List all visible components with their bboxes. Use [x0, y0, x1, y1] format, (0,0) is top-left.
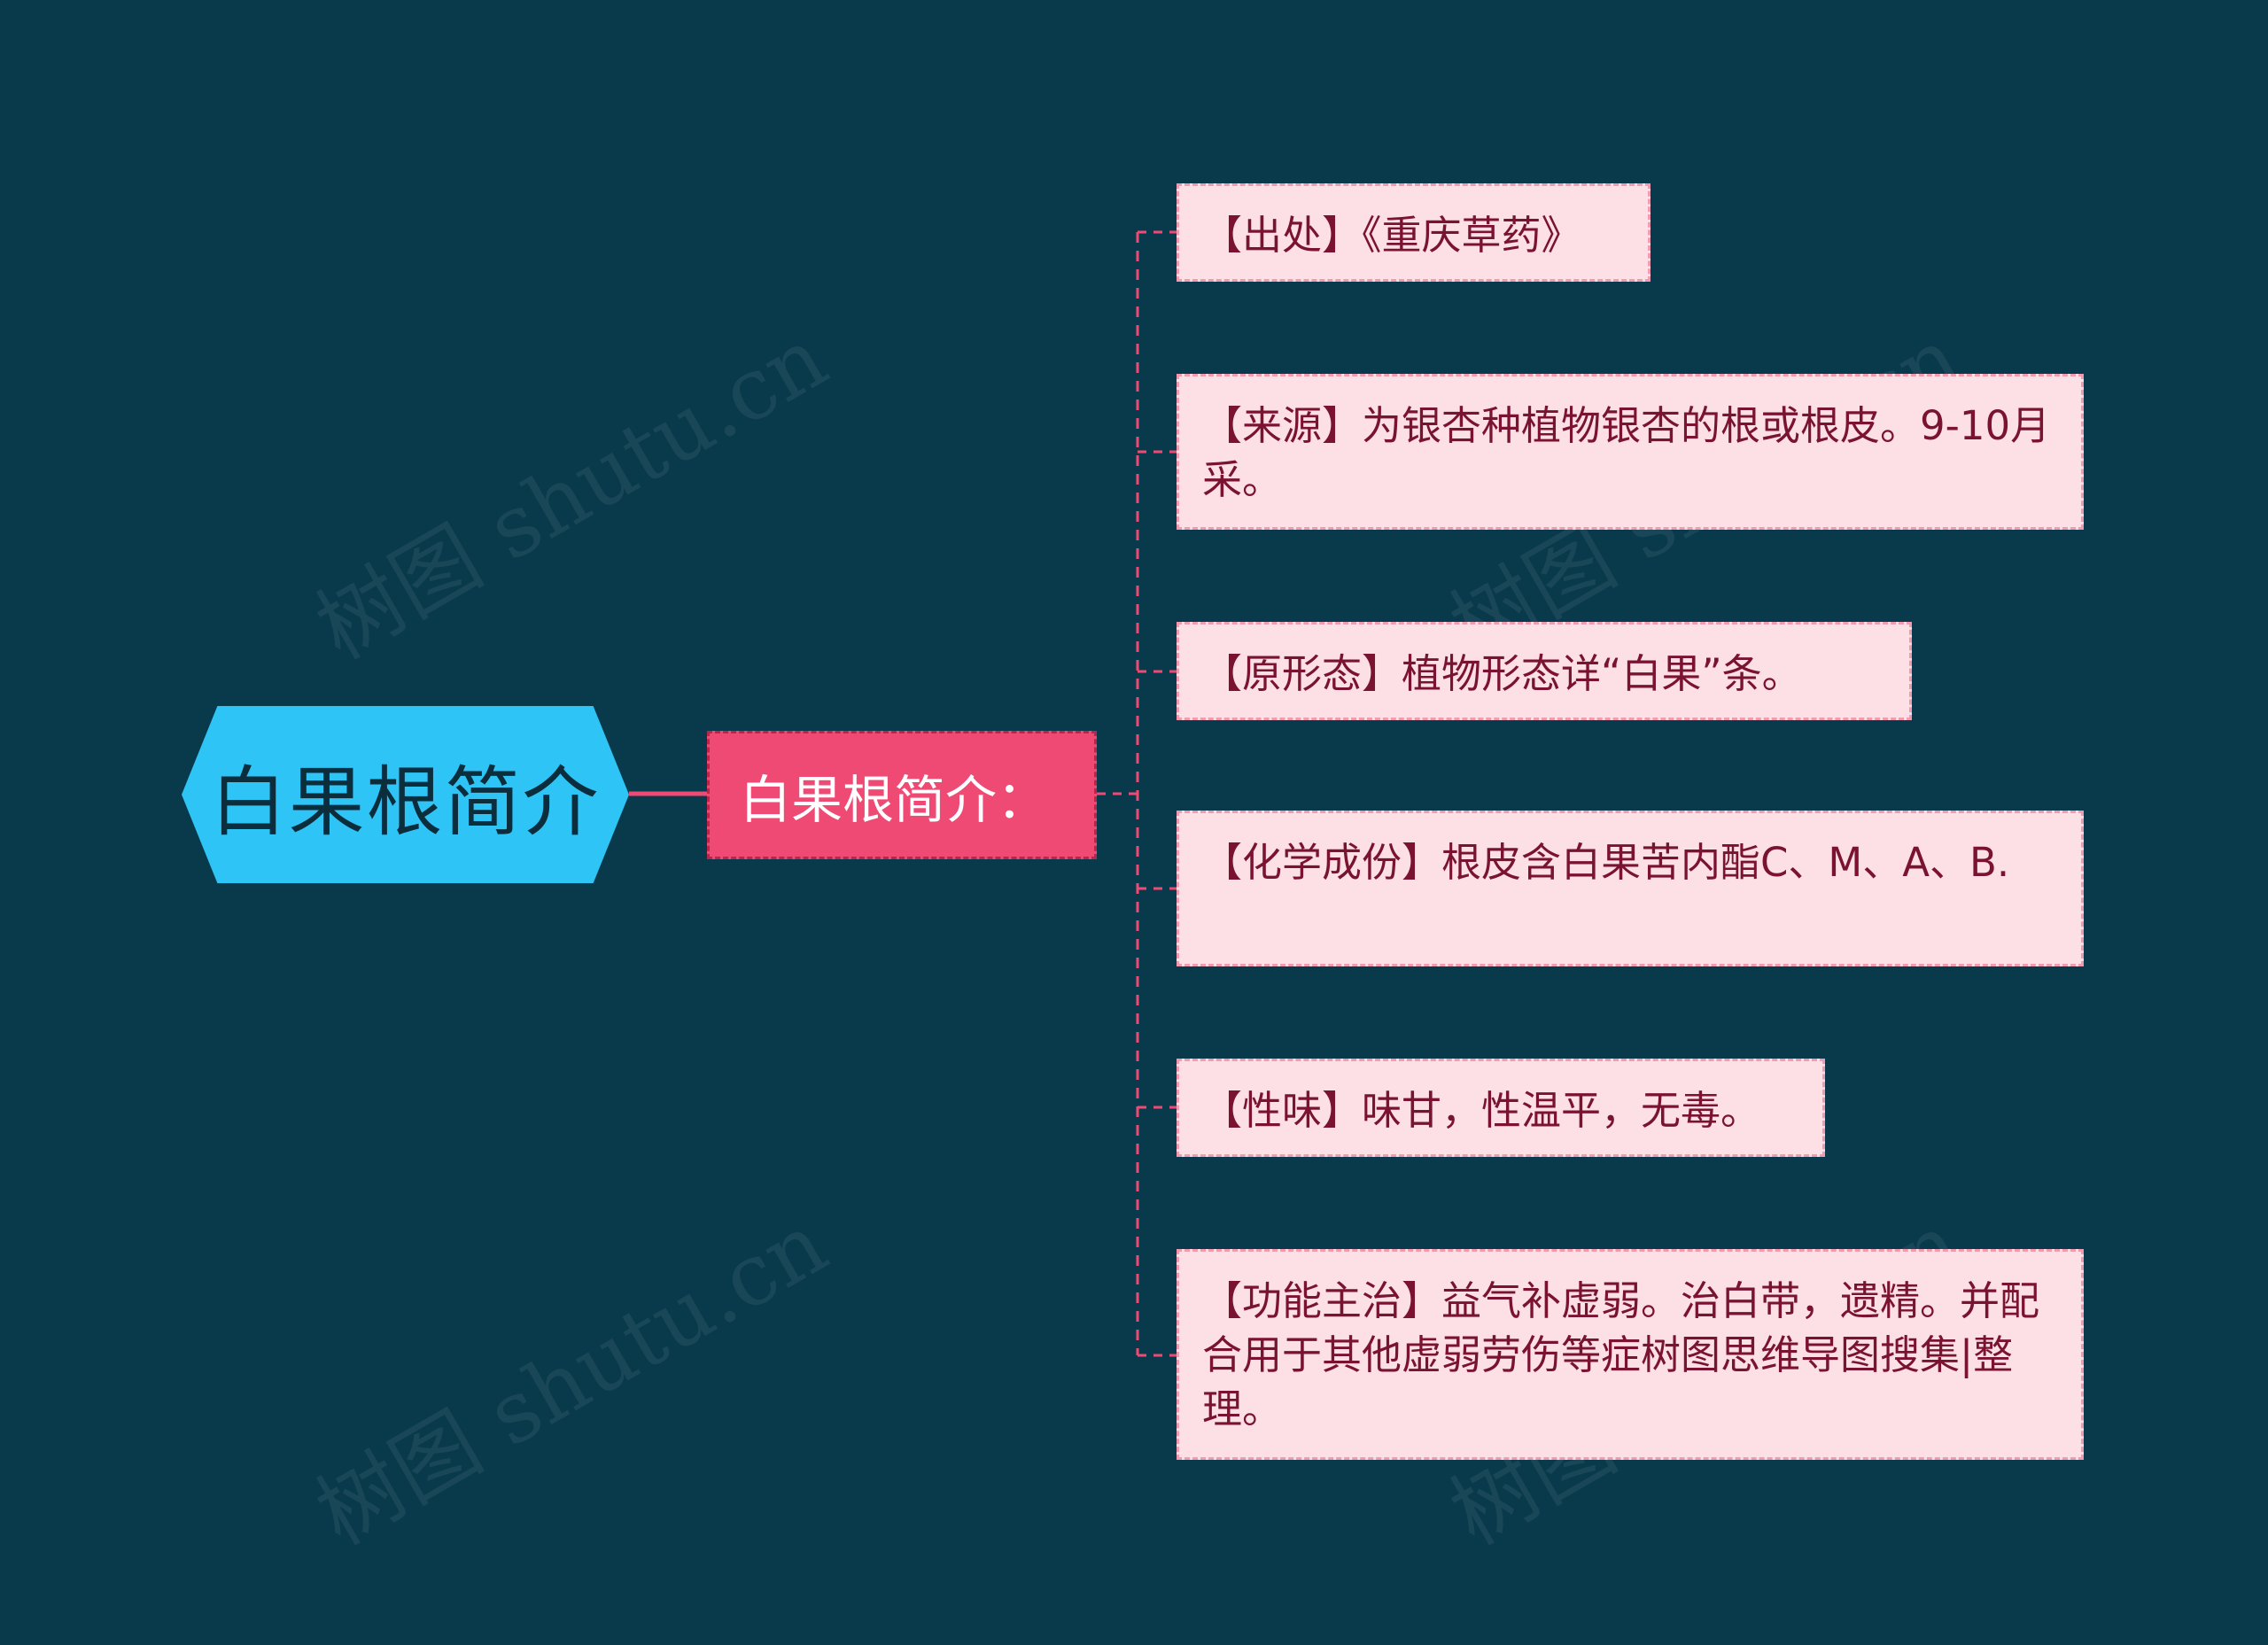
branch-node[interactable]: 白果根简介： — [707, 731, 1097, 859]
leaf-node-text: 【来源】为银杏种植物银杏的根或根皮。9-10月采。 — [1202, 402, 2051, 503]
leaf-node-taste[interactable]: 【性味】味甘，性温平，无毒。 — [1177, 1059, 1825, 1157]
leaf-node-text: 【性味】味甘，性温平，无毒。 — [1202, 1087, 1761, 1134]
root-node-label: 白果根简介 — [210, 757, 601, 847]
leaf-node-text: 【功能主治】益气补虚弱。治白带，遗精。并配合用于其他虚弱劳伤等症树图思维导图搜集… — [1202, 1277, 2040, 1432]
leaf-node-text: 【化学成份】根皮含白果苦内酯C、M、A、B. — [1202, 839, 2010, 886]
leaf-node-chemistry[interactable]: 【化学成份】根皮含白果苦内酯C、M、A、B. — [1177, 811, 2084, 966]
leaf-node-morphology[interactable]: 【原形态】植物形态详“白果”条。 — [1177, 622, 1912, 720]
root-node[interactable]: 白果根简介 — [182, 706, 629, 883]
leaf-node-text: 【出处】《重庆草药》 — [1202, 212, 1581, 259]
leaf-node-origin[interactable]: 【来源】为银杏种植物银杏的根或根皮。9-10月采。 — [1177, 374, 2084, 530]
leaf-node-function[interactable]: 【功能主治】益气补虚弱。治白带，遗精。并配合用于其他虚弱劳伤等症树图思维导图搜集… — [1177, 1249, 2084, 1460]
leaf-node-source[interactable]: 【出处】《重庆草药》 — [1177, 183, 1651, 282]
branch-node-label: 白果根简介： — [740, 769, 1049, 830]
leaf-node-text: 【原形态】植物形态详“白果”条。 — [1202, 650, 1802, 697]
